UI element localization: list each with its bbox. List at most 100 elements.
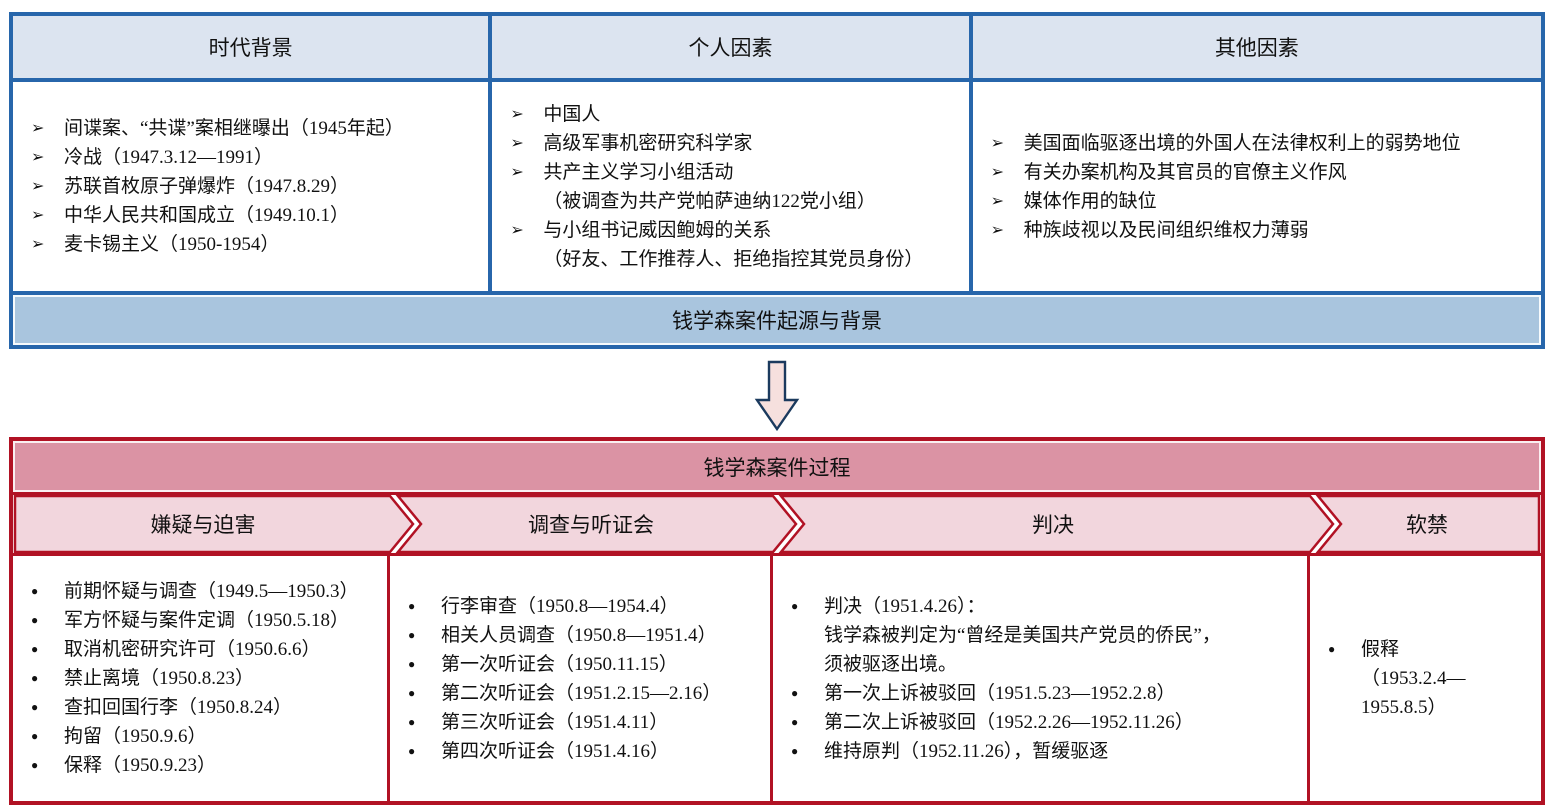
house-arrest-events-list: ● 假释 （1953.2.4—1955.8.5） [1310,556,1541,801]
list-item-text: 高级军事机密研究科学家 [543,132,753,154]
dot-bullet-icon: ● [408,627,416,642]
list-item: ● 前期怀疑与调查（1949.5—1950.3） [13,577,387,606]
list-item: ●行李审查（1950.8—1954.4） [390,592,770,621]
dot-bullet-icon: ● [31,671,39,685]
stage-chevron-shape [778,495,1335,553]
dot-bullet-icon: ● [791,743,799,758]
list-item-text: 麦卡锡主义（1950-1954） [64,234,280,255]
list-item-text: 第四次听证会（1951.4.16） [441,740,670,762]
list-item: ●查扣回国行李（1950.8.24） [13,693,387,722]
list-item-text: 冷战（1947.3.12—1991） [64,147,274,168]
indent-spacer [510,187,543,216]
list-item: ●取消机密研究许可（1950.6.6） [13,635,387,664]
dot-bullet-icon: ● [31,584,39,598]
list-item-text: 行李审查（1950.8—1954.4） [441,595,679,617]
investigation-events-list: ●行李审查（1950.8—1954.4）●相关人员调查（1950.8—1951.… [390,556,773,801]
list-item: ●相关人员调查（1950.8—1951.4） [390,621,770,650]
list-item: ●第二次听证会（1951.2.15—2.16） [390,679,770,708]
personal-factors-list: ➢中国人➢高级军事机密研究科学家➢共产主义学习小组活动（被调查为共产党帕萨迪纳1… [492,82,973,291]
list-item-text: 苏联首枚原子弹爆炸（1947.8.29） [64,176,350,197]
list-item-text: （1953.2.4—1955.8.5） [1361,668,1466,718]
list-item-text: 有关办案机构及其官员的官僚主义作风 [1023,161,1347,183]
other-factors-list: ➢ 美国面临驱逐出境的外国人在法律权利上的弱势地位 ➢ 有关办案机构及其官员的官僚主义… [973,82,1541,291]
list-item-text: 第一次听证会（1950.11.15） [441,653,678,675]
list-item-text: 美国面临驱逐出境的外国人在法律权利上的弱势地位 [1023,132,1461,154]
process-section: 钱学森案件过程 嫌疑与迫害 调查与听证会 判决 软禁 ● 前期怀疑与调查（1949… [9,437,1545,805]
arrow-bullet-icon: ➢ [31,207,45,224]
list-item: ➢与小组书记威因鲍姆的关系 [492,216,968,245]
background-body-row: ➢ 间谍案、“共谍”案相继曝出（1945年起） ➢ 冷战（1947.3.12—1991… [13,82,1541,291]
process-title-bar: 钱学森案件过程 [13,441,1541,495]
list-item: ● 假释 [1310,635,1541,664]
background-summary-bar: 钱学森案件起源与背景 [13,291,1541,345]
dot-bullet-icon: ● [31,613,39,627]
stage-chevron-shape [395,495,798,553]
list-item: （被调查为共产党帕萨迪纳122党小组） [492,187,968,216]
dot-bullet-icon: ● [408,743,416,758]
list-item: ●第二次上诉被驳回（1952.2.26—1952.11.26） [773,708,1307,737]
down-arrow-icon [754,360,800,432]
column-header-era: 时代背景 [13,16,493,82]
list-item: ➢ 麦卡锡主义（1950-1954） [13,230,488,259]
list-item: ● 判决（1951.4.26）： [773,592,1307,621]
list-item-text: （好友、工作推荐人、拒绝指控其党员身份） [543,248,924,270]
arrow-bullet-icon: ➢ [510,105,524,123]
list-item-text: 间谍案、“共谍”案相继曝出（1945年起） [64,118,404,139]
list-item: 须被驱逐出境。 [773,650,1307,679]
era-factors-list: ➢ 间谍案、“共谍”案相继曝出（1945年起） ➢ 冷战（1947.3.12—1991… [13,82,493,291]
list-item: ➢ 美国面临驱逐出境的外国人在法律权利上的弱势地位 [973,129,1541,158]
arrow-bullet-icon: ➢ [990,134,1005,152]
list-item-text: 第三次听证会（1951.4.11） [441,711,669,733]
indent-spacer [791,650,824,679]
stage-label-suspicion: 嫌疑与迫害 [150,513,256,537]
arrow-bullet-icon: ➢ [990,163,1005,181]
list-item-text: 维持原判（1952.11.26），暂缓驱逐 [824,740,1109,762]
list-item: ➢ 冷战（1947.3.12—1991） [13,143,488,172]
dot-bullet-icon: ● [1328,642,1336,656]
list-item-text: 军方怀疑与案件定调（1950.5.18） [64,610,350,631]
stage-label-house-arrest: 软禁 [1406,513,1448,537]
list-item-text: 查扣回国行李（1950.8.24） [64,697,293,718]
indent-spacer [1328,664,1361,722]
list-item-text: 第二次听证会（1951.2.15—2.16） [441,682,722,704]
stage-label-investigation: 调查与听证会 [528,513,654,537]
dot-bullet-icon: ● [791,685,799,700]
background-header-row: 时代背景 个人因素 其他因素 [13,16,1541,82]
list-item: ● 第一次听证会（1950.11.15） [390,650,770,679]
arrow-bullet-icon: ➢ [31,149,45,166]
dot-bullet-icon: ● [791,598,799,613]
list-item: ● 军方怀疑与案件定调（1950.5.18） [13,606,387,635]
dot-bullet-icon: ● [408,656,416,671]
indent-spacer [510,245,543,274]
arrow-bullet-icon: ➢ [31,236,45,253]
dot-bullet-icon: ● [408,714,416,729]
stage-label-verdict: 判决 [1032,513,1074,537]
list-item-text: 假释 [1361,639,1400,660]
list-item-text: 判决（1951.4.26）： [824,595,986,617]
background-section: 时代背景 个人因素 其他因素 ➢ 间谍案、“共谍”案相继曝出（1945年起） ➢ 冷战… [9,12,1545,349]
list-item: ●拘留（1950.9.6） [13,722,387,751]
verdict-events-list: ●判决（1951.4.26）：钱学森被判定为“曾经是美国共产党员的侨民”，须被驱… [773,556,1310,801]
dot-bullet-icon: ● [31,729,39,743]
list-item-text: 前期怀疑与调查（1949.5—1950.3） [64,581,359,602]
list-item: （1953.2.4—1955.8.5） [1310,664,1541,722]
indent-spacer [791,621,824,650]
list-item-text: 中国人 [543,103,601,125]
dot-bullet-icon: ● [31,758,39,772]
list-item-text: 与小组书记威因鲍姆的关系 [543,219,772,241]
arrow-bullet-icon: ➢ [510,163,524,181]
list-item-text: 保释（1950.9.23） [64,755,217,776]
list-item: ● 禁止离境（1950.8.23） [13,664,387,693]
list-item: ➢ 中国人 [492,100,968,129]
list-item: ➢媒体作用的缺位 [973,187,1541,216]
list-item: ● 第三次听证会（1951.4.11） [390,708,770,737]
list-item-text: 取消机密研究许可（1950.6.6） [64,639,321,660]
arrow-bullet-icon: ➢ [510,134,524,152]
list-item: ➢苏联首枚原子弹爆炸（1947.8.29） [13,172,488,201]
list-item-text: 禁止离境（1950.8.23） [64,668,255,689]
list-item-text: 第二次上诉被驳回（1952.2.26—1952.11.26） [824,711,1194,733]
list-item: ➢ 有关办案机构及其官员的官僚主义作风 [973,158,1541,187]
list-item: ➢ 高级军事机密研究科学家 [492,129,968,158]
list-item: ●第一次上诉被驳回（1951.5.23—1952.2.8） [773,679,1307,708]
list-item-text: 种族歧视以及民间组织维权力薄弱 [1023,219,1309,241]
